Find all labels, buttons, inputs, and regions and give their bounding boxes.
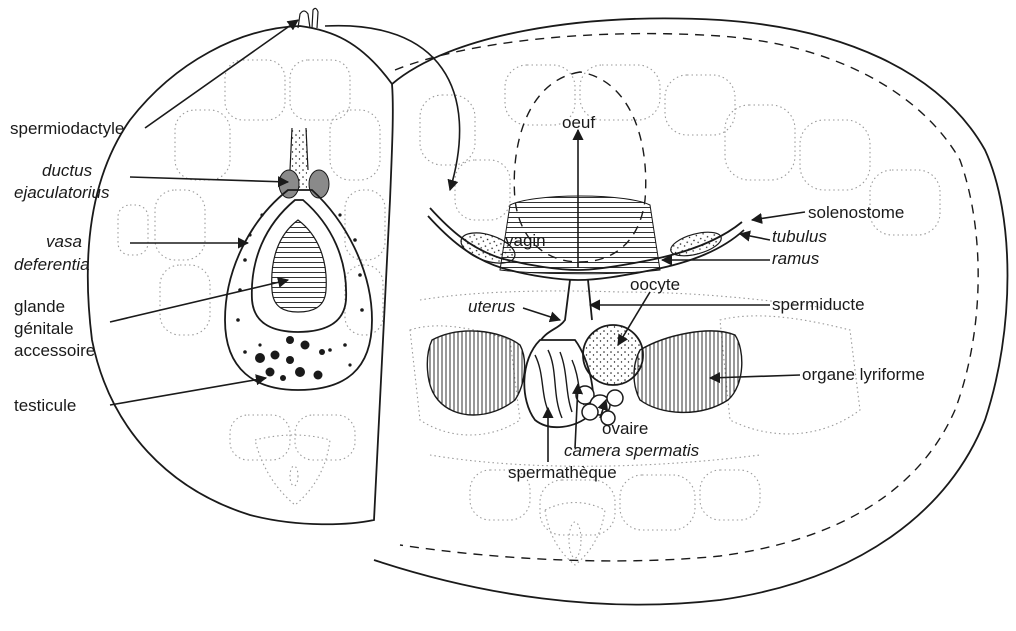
label-camera-spermatis: camera spermatis xyxy=(564,441,700,460)
accessory-gland xyxy=(272,220,327,312)
label-deferentia: deferentia xyxy=(14,255,90,274)
label-ductus: ductus xyxy=(42,161,93,180)
label-spermatheque: spermathèque xyxy=(508,463,617,482)
arrow-solenostome xyxy=(752,212,805,220)
testicule-dots xyxy=(255,336,325,381)
tubulus-right xyxy=(668,228,723,261)
organe-lyriforme-right xyxy=(634,331,742,412)
label-testicule: testicule xyxy=(14,396,76,415)
label-ramus: ramus xyxy=(772,249,820,268)
label-vagin: vagin xyxy=(505,231,546,250)
male-outline xyxy=(88,26,393,524)
label-tubulus: tubulus xyxy=(772,227,827,246)
label-ovaire: ovaire xyxy=(602,419,648,438)
spermiodactyle-tip xyxy=(298,8,318,28)
label-solenostome: solenostome xyxy=(808,203,904,222)
label-accessoire: accessoire xyxy=(14,341,95,360)
male-section xyxy=(88,8,393,524)
label-vasa: vasa xyxy=(46,232,82,251)
label-spermiodactyle: spermiodactyle xyxy=(10,119,124,138)
organe-lyriforme-left xyxy=(427,331,524,415)
label-uterus: uterus xyxy=(468,297,516,316)
arrow-glande xyxy=(110,280,288,322)
arrow-testicule xyxy=(110,378,266,405)
label-oocyte: oocyte xyxy=(630,275,680,294)
label-oeuf: oeuf xyxy=(562,113,595,132)
uterus-tube xyxy=(538,280,592,345)
label-organe-lyriforme: organe lyriforme xyxy=(802,365,925,384)
label-glande: glande xyxy=(14,297,65,316)
arrow-ductus xyxy=(130,177,288,182)
label-genitale: génitale xyxy=(14,319,74,338)
label-ejaculatorius: ejaculatorius xyxy=(14,183,110,202)
labels: spermiodactyle ductus ejaculatorius vasa… xyxy=(10,113,925,482)
arrow-tubulus xyxy=(740,234,770,240)
label-spermiducte: spermiducte xyxy=(772,295,865,314)
ejaculatory-bulb-right xyxy=(309,170,329,198)
arrow-spermiodactyle xyxy=(145,20,298,128)
arrow-uterus xyxy=(523,308,560,320)
